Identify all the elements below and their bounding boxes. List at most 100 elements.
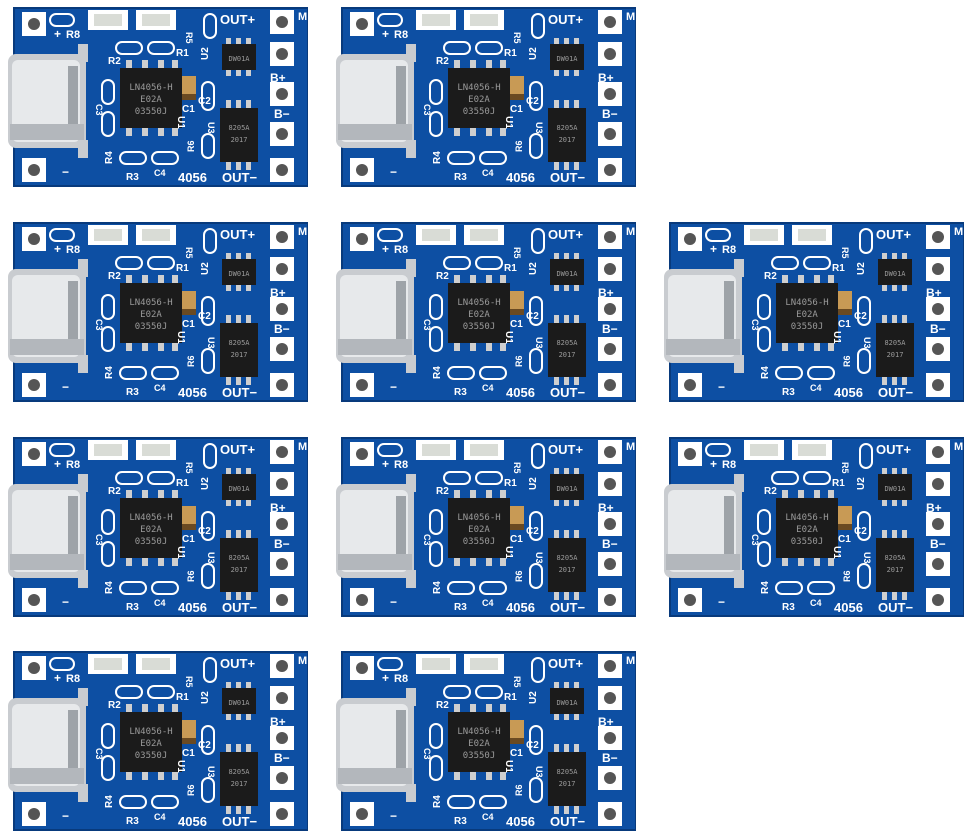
label-out-minus: OUT− xyxy=(878,600,913,615)
label-c3: C3 xyxy=(750,319,760,331)
chip-marking: 2017 xyxy=(231,351,248,359)
label-m: M xyxy=(626,226,635,238)
label-minus: − xyxy=(718,380,725,394)
label-c3: C3 xyxy=(750,534,760,546)
label-plus: + xyxy=(382,242,389,256)
label-u1: U1 xyxy=(503,760,514,773)
ic-chip-icon: LN4056-H E02A 03550J xyxy=(448,490,510,566)
resistor-icon xyxy=(101,443,217,595)
label-r8: R8 xyxy=(394,29,408,41)
solder-pad-icon xyxy=(22,227,46,397)
charger-board-3: LN4056-H E02A 03550J DW01A xyxy=(8,219,308,405)
capacitor-icon xyxy=(182,291,196,315)
label-out-plus: OUT+ xyxy=(220,12,255,27)
label-u1: U1 xyxy=(831,546,842,559)
charger-board-drawing: LN4056-H E02A 03550J DW01A xyxy=(8,651,308,831)
label-c4: C4 xyxy=(154,812,166,822)
label-out-plus: OUT+ xyxy=(548,12,583,27)
label-plus: + xyxy=(54,457,61,471)
label-r5: R5 xyxy=(184,676,194,688)
label-c4: C4 xyxy=(810,383,822,393)
label-out-minus: OUT− xyxy=(550,385,585,400)
label-r8: R8 xyxy=(66,459,80,471)
label-r3: R3 xyxy=(126,816,139,827)
chip-marking: DW01A xyxy=(556,270,578,278)
label-r4: R4 xyxy=(104,581,115,594)
label-u1: U1 xyxy=(175,546,186,559)
usb-c-connector-icon xyxy=(664,474,744,588)
label-b-minus: B− xyxy=(274,322,290,336)
ic-chip-icon: DW01A xyxy=(222,682,256,720)
usb-c-connector-icon xyxy=(664,259,744,373)
label-u3: U3 xyxy=(534,552,544,564)
label-plus: + xyxy=(382,457,389,471)
led-icon xyxy=(377,10,504,30)
chip-marking: LN4056-H xyxy=(457,513,500,523)
chip-marking: LN4056-H xyxy=(457,727,500,737)
ic-chip-icon: LN4056-H E02A 03550J xyxy=(120,60,182,136)
label-r3: R3 xyxy=(454,602,467,613)
label-u1: U1 xyxy=(175,331,186,344)
label-r2: R2 xyxy=(108,486,121,497)
chip-marking: LN4056-H xyxy=(129,83,172,93)
label-m: M xyxy=(626,655,635,667)
solder-pad-icon xyxy=(22,12,46,182)
label-minus: − xyxy=(390,809,397,823)
label-b-minus: B− xyxy=(274,107,290,121)
label-c2: C2 xyxy=(526,526,539,537)
label-r4: R4 xyxy=(104,366,115,379)
label-r3: R3 xyxy=(782,602,795,613)
label-m: M xyxy=(298,441,307,453)
label-r1: R1 xyxy=(504,478,517,489)
chip-marking: DW01A xyxy=(884,270,906,278)
label-b-plus: B+ xyxy=(926,501,942,515)
charger-board-9: LN4056-H E02A 03550J DW01A xyxy=(8,648,308,834)
label-r1: R1 xyxy=(832,263,845,274)
ic-chip-icon: 8205A 2017 xyxy=(548,100,586,170)
label-r3: R3 xyxy=(782,387,795,398)
label-u1: U1 xyxy=(503,116,514,129)
capacitor-icon xyxy=(182,76,196,100)
label-c4: C4 xyxy=(154,383,166,393)
chip-marking: 03550J xyxy=(463,537,496,547)
chip-marking: 8205A xyxy=(228,339,250,347)
ic-chip-icon: LN4056-H E02A 03550J xyxy=(776,275,838,351)
label-r6: R6 xyxy=(514,570,524,582)
chip-marking: 03550J xyxy=(791,322,824,332)
charger-board-drawing: LN4056-H E02A 03550J DW01A xyxy=(336,222,636,402)
label-u2: U2 xyxy=(528,262,539,275)
output-pads xyxy=(270,10,294,182)
ic-chip-icon: DW01A xyxy=(222,468,256,506)
label-minus: − xyxy=(718,595,725,609)
label-r5: R5 xyxy=(512,462,522,474)
label-m: M xyxy=(298,11,307,23)
chip-marking: E02A xyxy=(140,95,162,105)
solder-pad-icon xyxy=(350,442,374,612)
chip-marking: 03550J xyxy=(463,322,496,332)
resistor-icon xyxy=(101,657,217,809)
chip-marking: DW01A xyxy=(556,485,578,493)
ic-chip-icon: LN4056-H E02A 03550J xyxy=(448,704,510,780)
chip-marking: E02A xyxy=(468,310,490,320)
label-b-minus: B− xyxy=(274,537,290,551)
label-r6: R6 xyxy=(514,784,524,796)
label-u2: U2 xyxy=(856,477,867,490)
label-r3: R3 xyxy=(126,387,139,398)
resistor-icon xyxy=(101,13,217,165)
chip-marking: 2017 xyxy=(231,780,248,788)
label-u1: U1 xyxy=(503,546,514,559)
label-plus: + xyxy=(382,27,389,41)
label-b-minus: B− xyxy=(930,537,946,551)
capacitor-icon xyxy=(838,291,852,315)
chip-marking: E02A xyxy=(140,525,162,535)
label-c2: C2 xyxy=(526,96,539,107)
label-r6: R6 xyxy=(186,784,196,796)
ic-chip-icon: 8205A 2017 xyxy=(220,100,258,170)
label-out-minus: OUT− xyxy=(550,170,585,185)
label-r6: R6 xyxy=(842,355,852,367)
charger-board-1: LN4056-H E02A 03550J DW01A xyxy=(8,4,308,190)
chip-marking: DW01A xyxy=(228,55,250,63)
charger-board-2: LN4056-H E02A 03550J DW01A xyxy=(336,4,636,190)
resistor-icon xyxy=(757,443,873,595)
label-c4: C4 xyxy=(482,383,494,393)
